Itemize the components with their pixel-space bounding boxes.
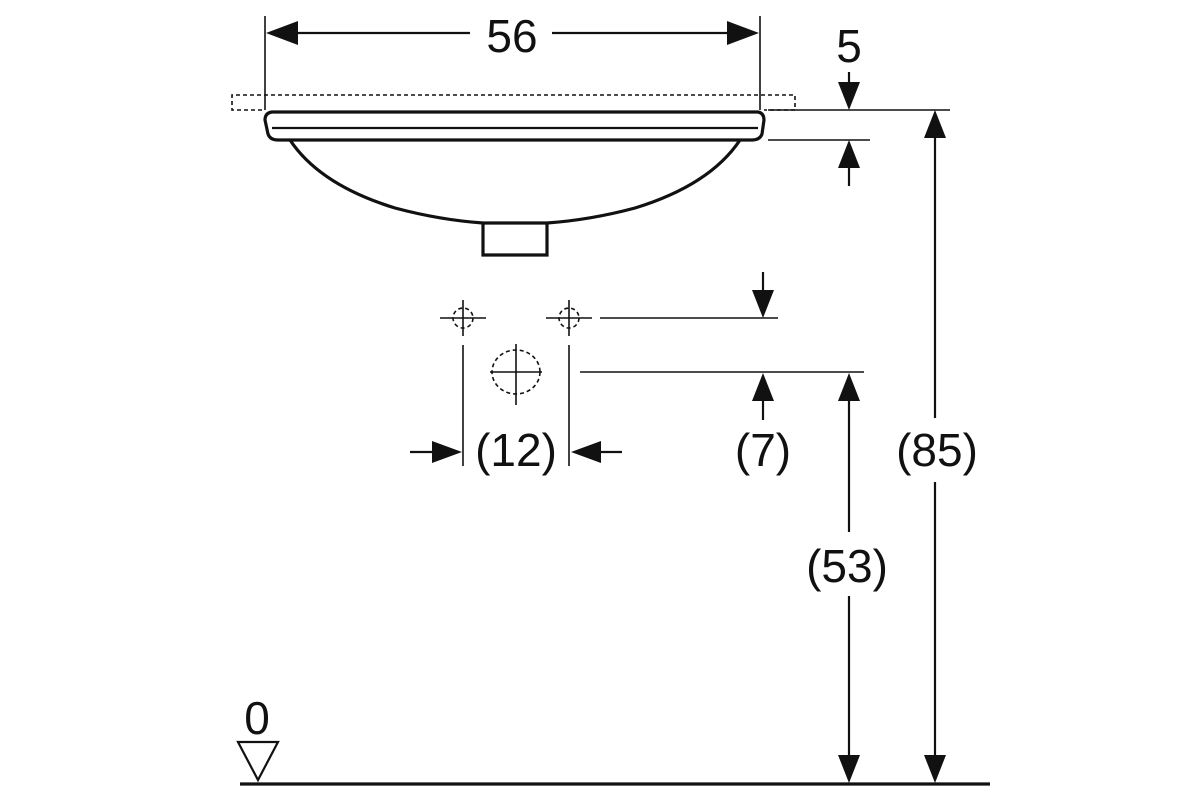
dimension-overall-height-label: (85): [896, 424, 978, 476]
crosshair-center-icon: [490, 344, 542, 405]
dimension-width-label: 56: [486, 10, 537, 62]
level-triangle-icon: [236, 740, 280, 783]
countertop-outline: [231, 94, 796, 111]
crosshair-left-icon: [440, 300, 486, 336]
washbasin: [231, 94, 796, 257]
dimension-tap-height-label: (53): [806, 540, 888, 592]
dimension-rim-thickness: 5: [768, 20, 950, 186]
dimension-tap-spacing-label: (12): [475, 424, 557, 476]
basin-rim: [263, 110, 766, 142]
basin-bowl: [288, 139, 742, 225]
dimension-tap-spacing: (12): [410, 345, 622, 476]
basin-drain: [481, 223, 549, 257]
arrow-right-icon: [727, 21, 759, 45]
dimension-width: 56: [264, 10, 761, 110]
arrow-up-icon: [838, 140, 860, 168]
arrow-down-icon: [838, 82, 860, 110]
dimension-tap-offset: (7): [580, 272, 864, 476]
dimension-tap-height: (53): [806, 373, 888, 783]
tap-positions: [440, 300, 592, 405]
dimension-rim-label: 5: [836, 20, 862, 72]
arrow-down-icon: [924, 755, 946, 783]
arrow-up-icon: [838, 373, 860, 401]
arrow-left-icon: [571, 441, 601, 463]
crosshair-right-icon: [546, 300, 592, 336]
arrow-down-icon: [752, 290, 774, 318]
dimension-overall-height: (85): [896, 110, 978, 783]
arrow-right-icon: [432, 441, 462, 463]
arrow-up-icon: [752, 373, 774, 401]
arrow-left-icon: [266, 21, 298, 45]
floor-level: 0: [236, 692, 990, 786]
arrow-up-icon: [924, 110, 946, 138]
dimension-tap-offset-label: (7): [735, 424, 791, 476]
arrow-down-icon: [838, 755, 860, 783]
floor-level-label: 0: [244, 692, 270, 744]
